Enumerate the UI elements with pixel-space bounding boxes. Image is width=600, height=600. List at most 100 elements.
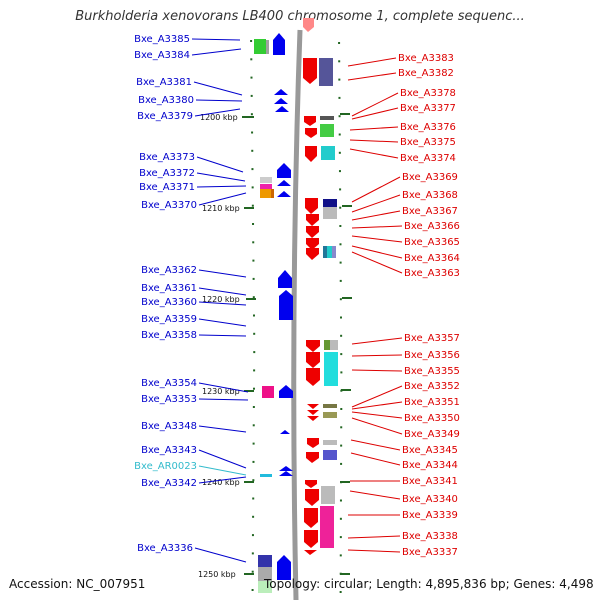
gene-arrow-down[interactable] <box>306 248 319 260</box>
gene-block[interactable] <box>324 352 338 386</box>
gene-label-bxe_a3373[interactable]: Bxe_A3373 <box>139 152 195 163</box>
gene-block[interactable] <box>321 486 335 504</box>
gene-label-bxe_a3353[interactable]: Bxe_A3353 <box>141 394 197 405</box>
gene-arrow-down[interactable] <box>307 410 319 415</box>
gene-label-bxe_a3369[interactable]: Bxe_A3369 <box>402 172 458 183</box>
gene-label-bxe_a3379[interactable]: Bxe_A3379 <box>137 111 193 122</box>
gene-arrow-down[interactable] <box>304 508 318 528</box>
gene-label-bxe_a3363[interactable]: Bxe_A3363 <box>404 268 460 279</box>
gene-arrow-down[interactable] <box>305 146 317 162</box>
gene-arrow-down[interactable] <box>306 340 320 352</box>
gene-label-bxe_a3364[interactable]: Bxe_A3364 <box>404 253 460 264</box>
gene-label-bxe_a3375[interactable]: Bxe_A3375 <box>400 137 456 148</box>
gene-arrow-down[interactable] <box>307 438 319 448</box>
gene-label-bxe_a3362[interactable]: Bxe_A3362 <box>141 265 197 276</box>
gene-label-bxe_a3341[interactable]: Bxe_A3341 <box>402 476 458 487</box>
gene-label-bxe_a3361[interactable]: Bxe_A3361 <box>141 283 197 294</box>
gene-label-bxe_a3366[interactable]: Bxe_A3366 <box>404 221 460 232</box>
gene-block[interactable] <box>323 404 337 408</box>
gene-block[interactable] <box>323 440 337 445</box>
gene-block[interactable] <box>260 177 272 183</box>
gene-block[interactable] <box>254 39 266 54</box>
gene-arrow-down[interactable] <box>306 368 320 386</box>
gene-label-bxe_a3336[interactable]: Bxe_A3336 <box>137 543 193 554</box>
gene-block[interactable] <box>323 199 337 207</box>
gene-arrow-up[interactable] <box>273 33 285 55</box>
gene-arrow-down[interactable] <box>306 226 319 238</box>
gene-label-bxe_a3374[interactable]: Bxe_A3374 <box>400 153 456 164</box>
gene-arrow-down[interactable] <box>305 489 319 506</box>
gene-arrow-down[interactable] <box>306 452 319 463</box>
gene-arrow-down[interactable] <box>305 128 317 138</box>
gene-arrow-down[interactable] <box>304 530 318 548</box>
gene-arrow-down[interactable] <box>306 238 319 250</box>
gene-block[interactable] <box>260 184 272 189</box>
gene-arrow-up[interactable] <box>277 163 291 178</box>
gene-block[interactable] <box>258 581 272 593</box>
gene-arrow-down[interactable] <box>307 416 319 421</box>
gene-label-bxe_a3360[interactable]: Bxe_A3360 <box>141 297 197 308</box>
gene-block[interactable] <box>271 189 274 198</box>
gene-label-bxe_a3352[interactable]: Bxe_A3352 <box>404 381 460 392</box>
gene-label-bxe_a3338[interactable]: Bxe_A3338 <box>402 531 458 542</box>
gene-label-bxe_a3348[interactable]: Bxe_A3348 <box>141 421 197 432</box>
gene-arrow-down[interactable] <box>303 18 314 32</box>
gene-arrow-up[interactable] <box>279 466 293 471</box>
gene-block[interactable] <box>258 567 272 581</box>
gene-label-bxe_a3372[interactable]: Bxe_A3372 <box>139 168 195 179</box>
gene-label-bxe_a3357[interactable]: Bxe_A3357 <box>404 333 460 344</box>
gene-block[interactable] <box>323 246 327 258</box>
gene-label-bxe_a3342[interactable]: Bxe_A3342 <box>141 478 197 489</box>
gene-block[interactable] <box>323 412 337 418</box>
gene-arrow-down[interactable] <box>304 116 316 126</box>
gene-arrow-up[interactable] <box>278 270 292 288</box>
gene-label-bxe_a3368[interactable]: Bxe_A3368 <box>402 190 458 201</box>
gene-label-bxe_ar0023[interactable]: Bxe_AR0023 <box>134 461 197 472</box>
gene-arrow-up[interactable] <box>275 106 289 112</box>
gene-arrow-up[interactable] <box>280 430 290 434</box>
gene-label-bxe_a3383[interactable]: Bxe_A3383 <box>398 53 454 64</box>
gene-label-bxe_a3359[interactable]: Bxe_A3359 <box>141 314 197 325</box>
gene-block[interactable] <box>320 506 334 548</box>
gene-arrow-down[interactable] <box>304 550 317 555</box>
gene-label-bxe_a3377[interactable]: Bxe_A3377 <box>400 103 456 114</box>
gene-label-bxe_a3337[interactable]: Bxe_A3337 <box>402 547 458 558</box>
gene-block[interactable] <box>323 450 337 460</box>
gene-arrow-up[interactable] <box>279 471 293 476</box>
gene-label-bxe_a3345[interactable]: Bxe_A3345 <box>402 445 458 456</box>
gene-arrow-up[interactable] <box>274 89 288 95</box>
gene-label-bxe_a3339[interactable]: Bxe_A3339 <box>402 510 458 521</box>
gene-label-bxe_a3365[interactable]: Bxe_A3365 <box>404 237 460 248</box>
gene-arrow-down[interactable] <box>306 214 319 226</box>
gene-block[interactable] <box>319 58 333 86</box>
gene-label-bxe_a3370[interactable]: Bxe_A3370 <box>141 200 197 211</box>
gene-label-bxe_a3385[interactable]: Bxe_A3385 <box>134 34 190 45</box>
gene-label-bxe_a3371[interactable]: Bxe_A3371 <box>139 182 195 193</box>
gene-label-bxe_a3340[interactable]: Bxe_A3340 <box>402 494 458 505</box>
gene-arrow-down[interactable] <box>307 404 319 409</box>
gene-label-bxe_a3358[interactable]: Bxe_A3358 <box>141 330 197 341</box>
gene-label-bxe_a3380[interactable]: Bxe_A3380 <box>138 95 194 106</box>
gene-block[interactable] <box>320 124 334 137</box>
gene-block[interactable] <box>266 40 269 54</box>
gene-block[interactable] <box>321 146 335 160</box>
gene-label-bxe_a3381[interactable]: Bxe_A3381 <box>136 77 192 88</box>
gene-arrow-up[interactable] <box>274 98 288 104</box>
gene-label-bxe_a3350[interactable]: Bxe_A3350 <box>404 413 460 424</box>
gene-block[interactable] <box>327 246 332 258</box>
gene-label-bxe_a3351[interactable]: Bxe_A3351 <box>404 397 460 408</box>
gene-arrow-up[interactable] <box>277 191 291 197</box>
gene-arrow-down[interactable] <box>303 58 317 84</box>
gene-label-bxe_a3367[interactable]: Bxe_A3367 <box>402 206 458 217</box>
gene-block[interactable] <box>323 207 337 219</box>
rna-gene[interactable] <box>260 474 272 477</box>
gene-block[interactable] <box>320 116 334 120</box>
gene-arrow-down[interactable] <box>305 198 318 214</box>
gene-arrow-up[interactable] <box>277 555 291 580</box>
gene-block[interactable] <box>332 246 336 258</box>
gene-arrow-up[interactable] <box>279 385 293 398</box>
gene-block[interactable] <box>262 386 274 398</box>
gene-label-bxe_a3355[interactable]: Bxe_A3355 <box>404 366 460 377</box>
gene-block[interactable] <box>330 340 338 350</box>
gene-label-bxe_a3378[interactable]: Bxe_A3378 <box>400 88 456 99</box>
